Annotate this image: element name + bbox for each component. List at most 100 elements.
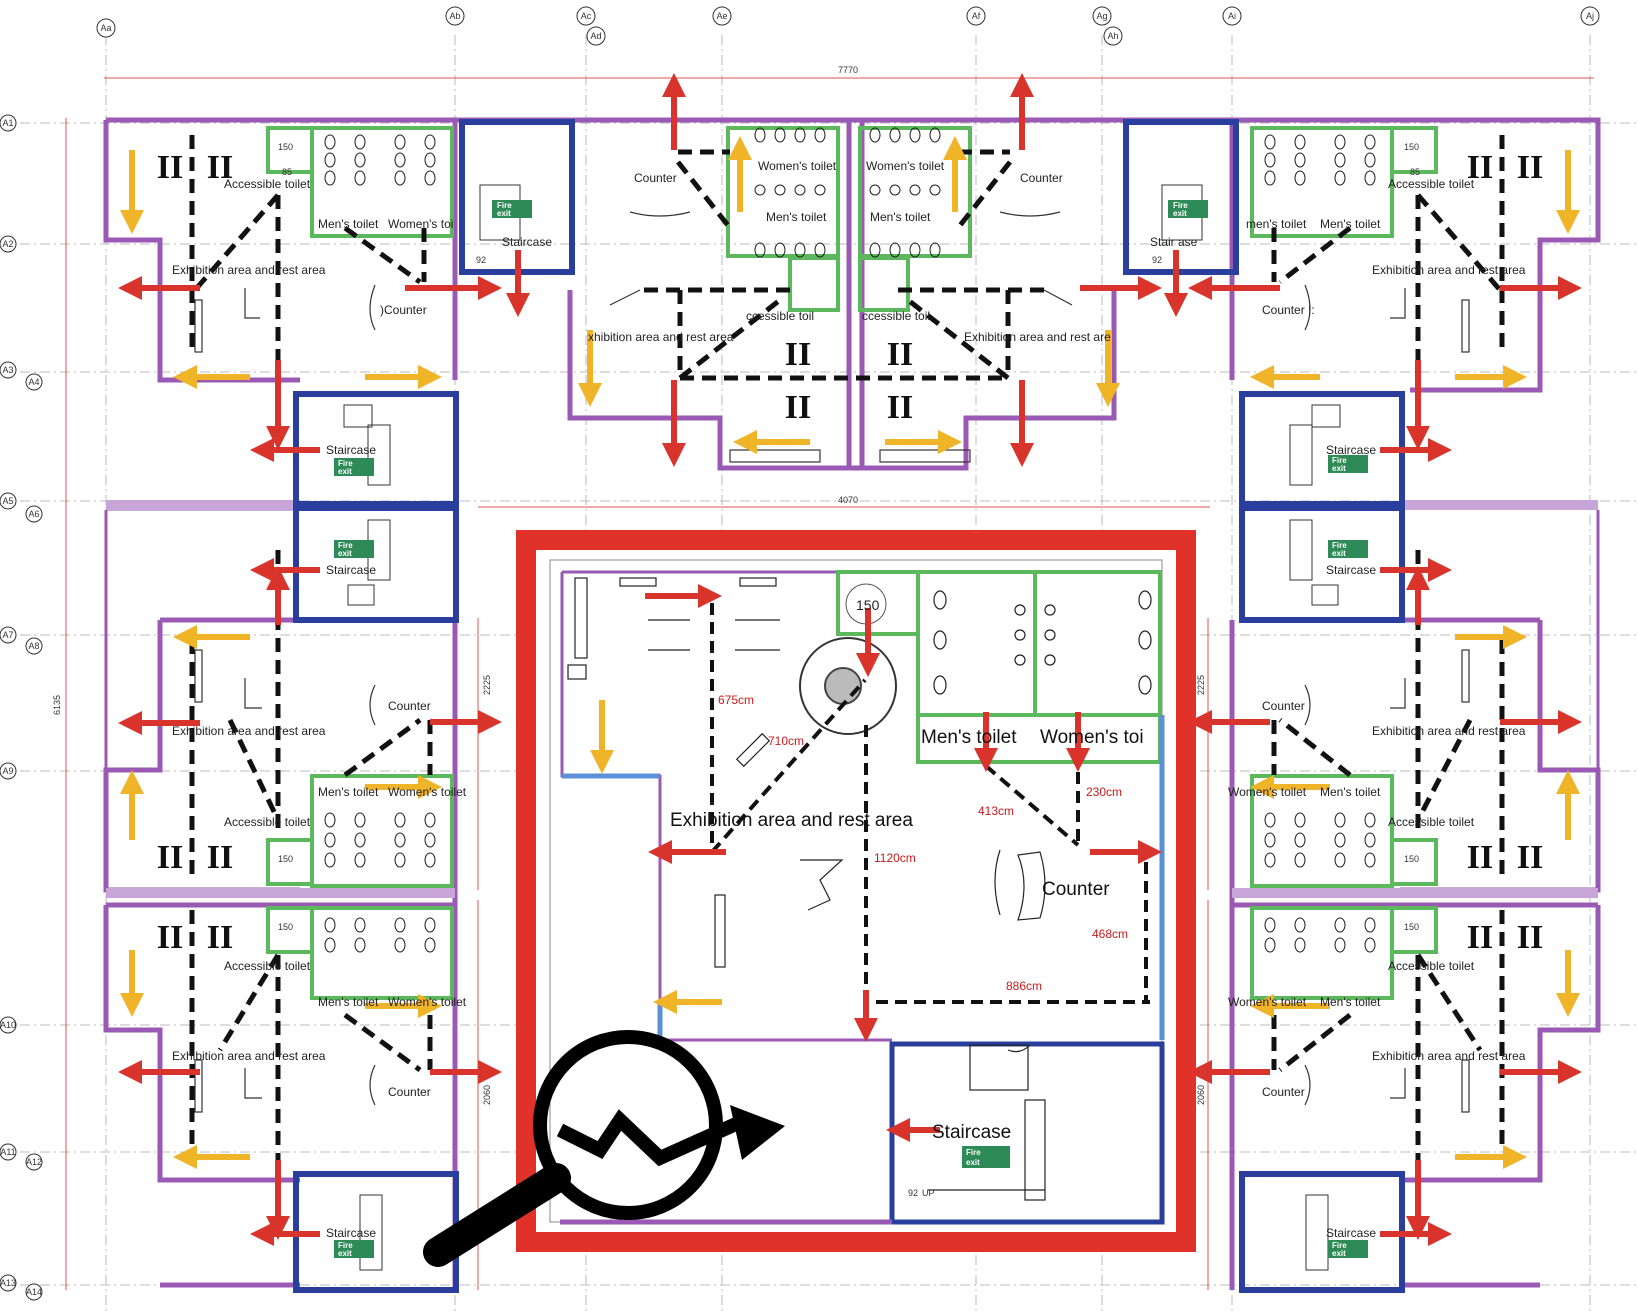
svg-text:Accessible toilet: Accessible toilet [224, 959, 311, 973]
svg-text:Exhibition area and rest area: Exhibition area and rest area [1372, 263, 1526, 277]
zoom-door-92: 92 [908, 1188, 918, 1198]
svg-text:Exhibition area and rest area: Exhibition area and rest area [172, 724, 326, 738]
dim-right-upper: 2225 [1196, 675, 1206, 695]
svg-text:Exhibition area and rest are: Exhibition area and rest are [964, 330, 1111, 344]
svg-text:xhibition area and rest area: xhibition area and rest area [588, 330, 734, 344]
svg-text:Fire: Fire [1332, 541, 1347, 550]
svg-text:150: 150 [278, 142, 293, 152]
zoom-dim-468: 468cm [1092, 927, 1128, 941]
svg-text:150: 150 [278, 854, 293, 864]
svg-text:Accessible toilet: Accessible toilet [1388, 815, 1475, 829]
svg-text:Stair ase: Stair ase [1150, 235, 1198, 249]
svg-text:exit: exit [1173, 209, 1187, 218]
grid-label-ai: Ai [1228, 11, 1236, 21]
svg-text:Women's toi: Women's toi [388, 217, 453, 231]
svg-text:Women's toilet: Women's toilet [758, 159, 837, 173]
svg-text:Women's toilet: Women's toilet [1228, 785, 1307, 799]
svg-text:85: 85 [1410, 167, 1420, 177]
svg-text:Exhibition area and rest area: Exhibition area and rest area [172, 263, 326, 277]
svg-text:II: II [1467, 919, 1493, 956]
svg-text:85: 85 [282, 167, 292, 177]
svg-text:Staircase: Staircase [1326, 443, 1376, 457]
grid-label-a8: A8 [28, 641, 39, 651]
svg-text:II: II [785, 389, 811, 426]
svg-text:150: 150 [1404, 922, 1419, 932]
svg-text:Fire: Fire [338, 541, 353, 550]
svg-text:Women's toilet: Women's toilet [388, 995, 467, 1009]
svg-text:II: II [887, 336, 913, 373]
magnifier-icon [423, 1030, 785, 1267]
svg-text:Men's toilet: Men's toilet [1320, 785, 1381, 799]
svg-text:Accessible toilet: Accessible toilet [224, 815, 311, 829]
svg-text:II: II [887, 389, 913, 426]
svg-text:exit: exit [1332, 464, 1346, 473]
svg-text:Counter: Counter [388, 699, 431, 713]
svg-text:II: II [1467, 839, 1493, 876]
zoom-exhibition-label: Exhibition area and rest area [670, 810, 913, 831]
exit-arrows [118, 73, 1582, 1246]
grid-label-ah: Ah [1107, 31, 1118, 41]
door-dimension-labels: 150 150 150 150 150 150 85 85 92 92 [278, 142, 1420, 932]
svg-text:Women's toilet: Women's toilet [866, 159, 945, 173]
dim-overall-width: 7770 [838, 65, 858, 75]
zoom-staircase-label: Staircase [932, 1122, 1011, 1143]
zoom-dim-413: 413cm [978, 804, 1014, 818]
svg-text:Staircase: Staircase [326, 563, 376, 577]
zoom-dim-1120: 1120cm [874, 851, 916, 865]
svg-text:Counter !:: Counter !: [1262, 303, 1315, 317]
svg-text:Fire: Fire [1173, 201, 1188, 210]
svg-text:150: 150 [278, 922, 293, 932]
grid-label-af: Af [972, 11, 981, 21]
svg-text:men's toilet: men's toilet [1246, 217, 1307, 231]
grid-label-aa: Aa [100, 23, 111, 33]
grid-row-bubbles [0, 114, 43, 1301]
svg-text:)Counter: )Counter [380, 303, 427, 317]
svg-text:Fire: Fire [497, 201, 512, 210]
svg-text:exit: exit [338, 549, 352, 558]
grid-label-aj: Aj [1586, 11, 1594, 21]
highlighted-zone: 150 675cm 710cm 1120cm 413cm 230cm 468cm… [516, 530, 1196, 1252]
svg-text:Exhibition area and rest area: Exhibition area and rest area [172, 1049, 326, 1063]
svg-text:II: II [157, 839, 183, 876]
svg-text:150: 150 [1404, 854, 1419, 864]
svg-text:Men's toilet: Men's toilet [318, 217, 379, 231]
svg-text:Accessible toilet: Accessible toilet [224, 177, 311, 191]
svg-text:Counter: Counter [1262, 1085, 1305, 1099]
svg-text:Accessible toilet: Accessible toilet [1388, 177, 1475, 191]
grid-label-a11: A11 [0, 1147, 15, 1157]
svg-text:Counter: Counter [388, 1085, 431, 1099]
svg-text:92: 92 [1152, 255, 1162, 265]
grid-label-a7: A7 [2, 630, 13, 640]
zoom-dim-675: 675cm [718, 693, 754, 707]
svg-text:Men's toilet: Men's toilet [766, 210, 827, 224]
svg-text:II: II [157, 149, 183, 186]
svg-text:Women's toilet: Women's toilet [388, 785, 467, 799]
grid-label-a14: A14 [26, 1287, 42, 1297]
svg-text:Counter: Counter [1020, 171, 1063, 185]
dim-left-upper: 2225 [482, 675, 492, 695]
svg-text:Exhibition area and rest area: Exhibition area and rest area [1372, 1049, 1526, 1063]
svg-text:II: II [785, 336, 811, 373]
zoom-door-150: 150 [856, 597, 880, 613]
toilet-fixtures [324, 127, 1376, 953]
grid-label-a3: A3 [2, 365, 13, 375]
zoom-mens-toilet: Men's toilet [921, 727, 1017, 748]
svg-text:Men's toilet: Men's toilet [318, 995, 379, 1009]
svg-text:Men's toilet: Men's toilet [870, 210, 931, 224]
svg-text:Men's toilet: Men's toilet [1320, 217, 1381, 231]
svg-text:Staircase: Staircase [326, 1226, 376, 1240]
grid-label-a10: A10 [0, 1020, 16, 1030]
svg-text:exit: exit [1332, 549, 1346, 558]
grid-label-a4: A4 [28, 377, 39, 387]
svg-text:exit: exit [1332, 1249, 1346, 1258]
svg-text:II: II [1467, 149, 1493, 186]
svg-text:Counter: Counter [1262, 699, 1305, 713]
grid-label-a12: A12 [26, 1157, 42, 1167]
grid-label-ad: Ad [590, 31, 601, 41]
svg-text:ccessible toil: ccessible toil [746, 309, 814, 323]
dim-inner-width: 4070 [838, 495, 858, 505]
grid-label-ab: Ab [449, 11, 460, 21]
svg-text:150: 150 [1404, 142, 1419, 152]
svg-text:Staircase: Staircase [1326, 563, 1376, 577]
